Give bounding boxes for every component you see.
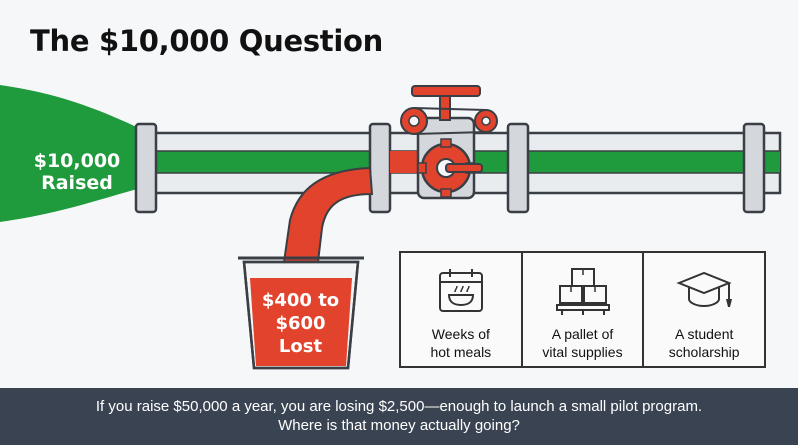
card-label-line-2: hot meals [430,344,492,360]
card-label-line-1: Weeks of [431,326,490,342]
raised-amount-label: $10,000 Raised [22,150,132,194]
card-hot-meals: Weeks of hot meals [401,253,523,366]
calendar-meal-icon [438,269,483,312]
lost-line-3: Lost [278,336,323,357]
card-vital-supplies: A pallet of vital supplies [523,253,645,366]
boxes-pallet-icon [555,268,610,315]
footer-line-1: If you raise $50,000 a year, you are los… [95,398,703,415]
card-label-line-1: A pallet of [551,326,614,342]
raised-caption: Raised [41,172,113,194]
card-label-line-2: vital supplies [542,344,623,360]
card-label-line-2: scholarship [668,344,740,360]
card-scholarship: A student scholarship [644,253,764,366]
bucket-icon [238,256,364,370]
card-label-line-1: A student [674,326,734,342]
footer-banner: If you raise $50,000 a year, you are los… [0,388,798,445]
lost-amount-label: $400 to $600 Lost [253,289,348,358]
money-inflow-stream [0,85,150,222]
footer-line-2: Where is that money actually going? [278,417,520,434]
valve-icon [390,85,498,200]
graduation-cap-icon [676,271,733,308]
page-title: The $10,000 Question [30,24,383,58]
impact-cards: Weeks of hot meals A pallet of vital sup… [399,251,766,368]
lost-line-2: $600 [275,313,326,334]
raised-amount: $10,000 [33,150,121,172]
lost-line-1: $400 to [261,290,340,311]
pipe-flange [134,122,766,214]
